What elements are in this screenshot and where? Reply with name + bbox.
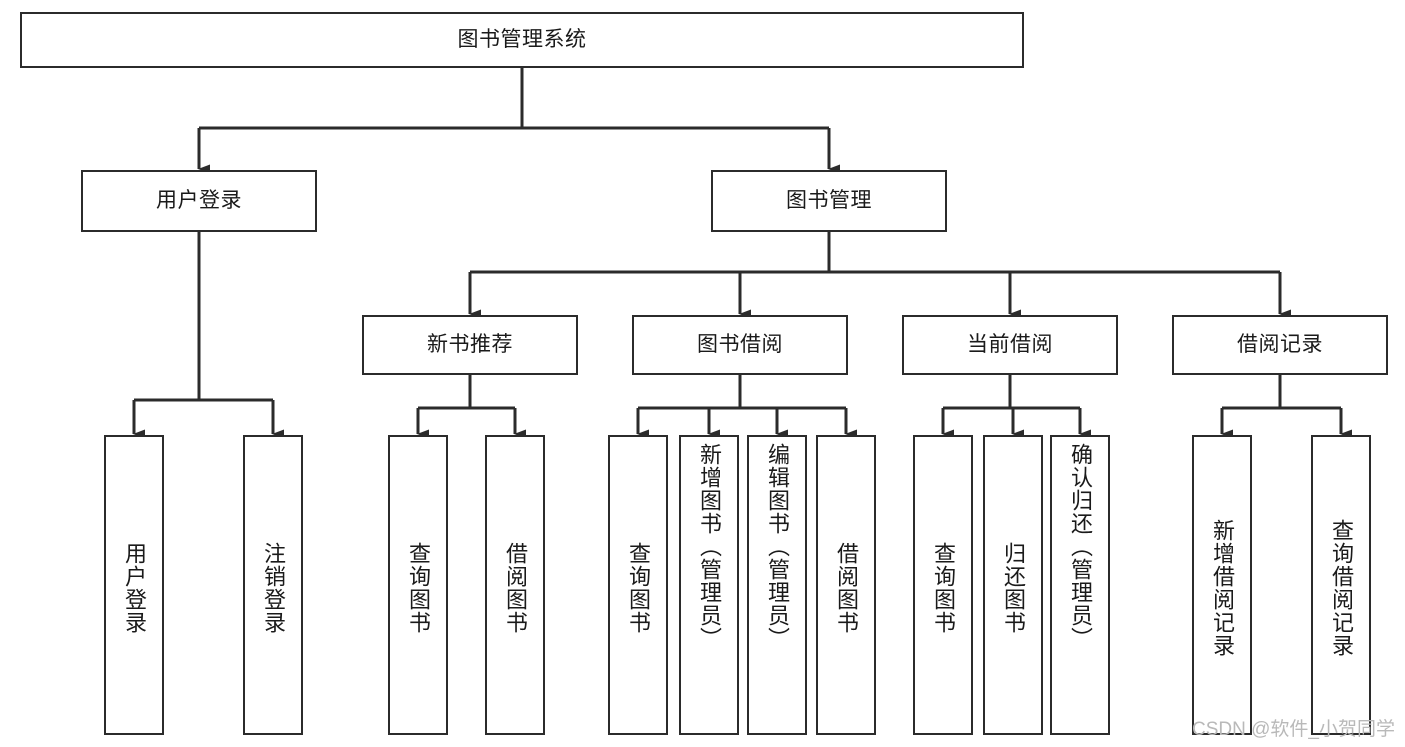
node-label-new-book-rec: 新书推荐 <box>427 332 513 356</box>
node-leaf-return-book[interactable]: 归还图书 <box>983 435 1043 735</box>
node-leaf-add-record[interactable]: 新增借阅记录 <box>1192 435 1252 735</box>
node-label-leaf-edit-book: 编辑图书（管理员） <box>764 443 790 650</box>
node-label-leaf-logout: 注销登录 <box>260 542 286 634</box>
node-label-leaf-query-book-cb: 查询图书 <box>930 542 956 634</box>
node-current-borrow[interactable]: 当前借阅 <box>902 315 1118 375</box>
node-label-book-manage: 图书管理 <box>786 188 872 212</box>
node-leaf-borrow-book-rec[interactable]: 借阅图书 <box>485 435 545 735</box>
node-label-leaf-add-record: 新增借阅记录 <box>1209 519 1235 657</box>
node-leaf-query-book-cb[interactable]: 查询图书 <box>913 435 973 735</box>
node-label-leaf-add-book: 新增图书（管理员） <box>696 443 722 650</box>
node-label-leaf-return-book: 归还图书 <box>1000 542 1026 634</box>
node-label-root: 图书管理系统 <box>457 27 587 51</box>
node-leaf-query-book-rec[interactable]: 查询图书 <box>388 435 448 735</box>
node-leaf-logout[interactable]: 注销登录 <box>243 435 303 735</box>
node-leaf-borrow-book-br[interactable]: 借阅图书 <box>816 435 876 735</box>
node-leaf-query-record[interactable]: 查询借阅记录 <box>1311 435 1371 735</box>
node-label-user-login: 用户登录 <box>156 188 242 212</box>
node-label-leaf-borrow-book-rec: 借阅图书 <box>502 542 528 634</box>
node-leaf-edit-book[interactable]: 编辑图书（管理员） <box>747 435 807 735</box>
node-leaf-user-login[interactable]: 用户登录 <box>104 435 164 735</box>
node-label-leaf-borrow-book-br: 借阅图书 <box>833 542 859 634</box>
node-label-leaf-query-book-rec: 查询图书 <box>405 542 431 634</box>
node-label-leaf-query-record: 查询借阅记录 <box>1328 519 1354 657</box>
node-label-leaf-confirm-return: 确认归还（管理员） <box>1067 443 1093 650</box>
node-label-leaf-query-book-br: 查询图书 <box>625 542 651 634</box>
node-book-manage[interactable]: 图书管理 <box>711 170 947 232</box>
node-leaf-confirm-return[interactable]: 确认归还（管理员） <box>1050 435 1110 735</box>
node-label-leaf-user-login: 用户登录 <box>121 542 147 634</box>
node-book-borrow[interactable]: 图书借阅 <box>632 315 848 375</box>
node-label-book-borrow: 图书借阅 <box>697 332 783 356</box>
node-leaf-add-book[interactable]: 新增图书（管理员） <box>679 435 739 735</box>
node-leaf-query-book-br[interactable]: 查询图书 <box>608 435 668 735</box>
node-borrow-record[interactable]: 借阅记录 <box>1172 315 1388 375</box>
node-label-current-borrow: 当前借阅 <box>967 332 1053 356</box>
node-label-borrow-record: 借阅记录 <box>1237 332 1323 356</box>
node-root[interactable]: 图书管理系统 <box>20 12 1024 68</box>
node-user-login[interactable]: 用户登录 <box>81 170 317 232</box>
node-new-book-rec[interactable]: 新书推荐 <box>362 315 578 375</box>
